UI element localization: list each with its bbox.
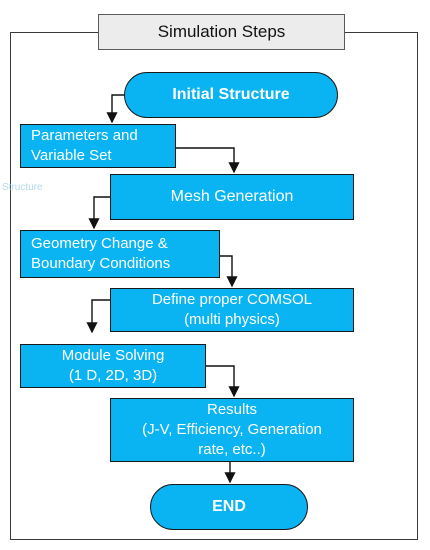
arrow-4 bbox=[220, 255, 238, 288]
step-module-solving: Module Solving (1 D, 2D, 3D) bbox=[20, 344, 206, 388]
step-initial-structure: Initial Structure bbox=[124, 72, 338, 118]
diagram-title: Simulation Steps bbox=[98, 14, 345, 50]
arrow-2 bbox=[176, 147, 240, 174]
step-text: rate, etc..) bbox=[198, 441, 266, 458]
step-text: END bbox=[212, 498, 246, 515]
arrow-1 bbox=[106, 94, 125, 124]
step-results: Results (J-V, Efficiency, Generation rat… bbox=[110, 398, 354, 462]
step-text: Variable Set bbox=[31, 147, 112, 164]
step-text: Mesh Generation bbox=[170, 188, 294, 205]
step-text: Results bbox=[206, 401, 258, 418]
faded-label: Structure bbox=[2, 182, 43, 193]
arrow-5 bbox=[86, 299, 110, 334]
step-text: Geometry Change & bbox=[31, 235, 168, 252]
step-mesh-generation: Mesh Generation bbox=[110, 174, 354, 220]
step-text: Parameters and bbox=[31, 127, 138, 144]
step-geometry-change: Geometry Change & Boundary Conditions bbox=[20, 230, 220, 278]
step-text: (J-V, Efficiency, Generation bbox=[142, 421, 322, 438]
step-text: Boundary Conditions bbox=[31, 255, 171, 272]
step-parameters: Parameters and Variable Set bbox=[20, 124, 176, 168]
step-text: Module Solving bbox=[61, 347, 165, 364]
step-define-comsol: Define proper COMSOL (multi physics) bbox=[110, 288, 354, 332]
step-end: END bbox=[150, 484, 308, 530]
arrow-3 bbox=[88, 196, 110, 230]
step-text: Initial Structure bbox=[172, 86, 290, 103]
step-text: (multi physics) bbox=[184, 311, 280, 328]
step-text: Define proper COMSOL bbox=[151, 291, 313, 308]
step-text: (1 D, 2D, 3D) bbox=[68, 367, 158, 384]
arrow-6 bbox=[206, 365, 240, 398]
